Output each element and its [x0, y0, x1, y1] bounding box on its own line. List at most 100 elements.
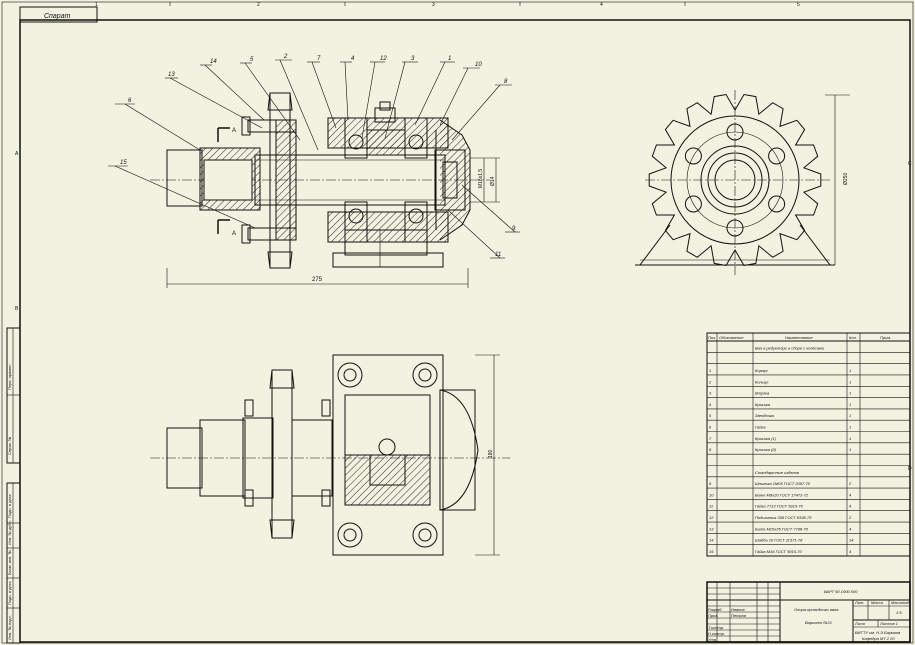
- bolt-head: [768, 195, 786, 213]
- svg-text:Справ. №: Справ. №: [7, 437, 12, 455]
- svg-text:14: 14: [210, 59, 217, 65]
- spec-cell-pos: 14: [709, 538, 714, 543]
- svg-text:Разраб.: Разраб.: [708, 607, 722, 612]
- doc-code: ВАРТ 60 1000.000: [824, 589, 858, 594]
- spec-cell-name: Кольцо: [755, 379, 769, 384]
- svg-text:Кол.: Кол.: [849, 335, 857, 340]
- dim-side-height: Ø250: [843, 173, 849, 185]
- title-block: ВАРТ 60 1000.000 Опора приводного вала В…: [706, 581, 911, 643]
- svg-text:Петров: Петров: [731, 613, 746, 618]
- svg-text:4: 4: [351, 56, 355, 62]
- sprocket-outline: [648, 93, 822, 267]
- spec-cell-name: Втулка: [755, 391, 770, 396]
- svg-text:Подп. и дата: Подп. и дата: [7, 581, 12, 605]
- svg-text:А: А: [232, 231, 236, 237]
- svg-text:B: B: [15, 306, 19, 312]
- bolt-head: [684, 195, 702, 213]
- spec-cell-pos: 13: [709, 526, 714, 531]
- svg-text:Н.контр.: Н.контр.: [708, 631, 725, 636]
- spec-cell-qty: 4: [849, 526, 852, 531]
- svg-text:Наименование: Наименование: [785, 335, 813, 340]
- svg-text:1: 1: [95, 2, 98, 8]
- spec-cell-qty: 1: [849, 436, 851, 441]
- spec-cell-pos: 10: [709, 492, 714, 497]
- dim-overall-length: 275: [312, 277, 323, 283]
- spec-cell-qty: 1: [849, 391, 851, 396]
- svg-text:Инв. № подл.: Инв. № подл.: [7, 615, 12, 640]
- spec-table: Поз. Обозначение Наименование Кол. Прим.…: [706, 332, 911, 557]
- spec-cell-pos: 4: [709, 402, 712, 407]
- drawing-subtitle: Вариант №21: [805, 620, 832, 625]
- corner-label: Спарат: [44, 13, 71, 20]
- svg-text:ВИТТУ им. Н.Э.Баумана: ВИТТУ им. Н.Э.Баумана: [855, 630, 901, 635]
- spec-cell-name: Вал в редукторе в сборе с колесами: [755, 345, 825, 350]
- spec-cell-qty: 1: [849, 402, 851, 407]
- spec-cell-pos: 1: [709, 368, 711, 373]
- svg-text:Т.контр.: Т.контр.: [708, 625, 724, 630]
- svg-text:3: 3: [432, 2, 435, 8]
- svg-text:10: 10: [475, 62, 482, 68]
- spec-cell-name: Корпус: [755, 368, 768, 373]
- spec-cell-qty: 4: [849, 492, 852, 497]
- spec-cell-qty: 1: [849, 368, 851, 373]
- svg-text:Перв. примен.: Перв. примен.: [7, 363, 12, 390]
- spec-cell-qty: 1: [849, 425, 851, 430]
- spec-cell-name: Шпилька 1М05 ГОСТ 2097-70: [755, 481, 811, 486]
- svg-text:Прим.: Прим.: [880, 335, 891, 340]
- spec-cell-name: Крышка (II): [755, 447, 777, 452]
- svg-text:6: 6: [128, 98, 132, 104]
- svg-text:5: 5: [797, 2, 800, 8]
- spec-cell-qty: 1: [849, 413, 851, 418]
- spec-rows: Вал в редукторе в сборе с колесами 1 Корпу…: [707, 345, 910, 557]
- svg-text:2: 2: [283, 54, 288, 60]
- spec-cell-qty: 4: [849, 549, 852, 554]
- spec-cell-name: Крышка: [755, 402, 771, 407]
- spec-cell-pos: 15: [709, 549, 714, 554]
- svg-text:Лит.: Лит.: [854, 600, 864, 605]
- dim-bore: Ø14: [490, 176, 496, 186]
- svg-text:C: C: [908, 161, 912, 167]
- svg-text:А: А: [232, 128, 236, 134]
- svg-text:Кафедра МТ 2 20: Кафедра МТ 2 20: [862, 636, 895, 641]
- spec-cell-pos: 3: [709, 391, 712, 396]
- spec-cell-name: Стандартные изделия: [755, 470, 800, 475]
- svg-text:13: 13: [168, 72, 175, 78]
- svg-text:Обозначение: Обозначение: [719, 335, 744, 340]
- bolt-head: [768, 147, 786, 165]
- svg-text:1: 1: [448, 56, 451, 62]
- spec-cell-pos: 12: [709, 515, 714, 520]
- svg-text:7: 7: [317, 56, 321, 62]
- svg-text:3: 3: [411, 56, 415, 62]
- svg-text:5: 5: [250, 57, 254, 63]
- svg-text:Лист: Лист: [854, 621, 866, 626]
- spec-cell-pos: 9: [709, 481, 712, 486]
- svg-text:9: 9: [512, 226, 516, 232]
- spec-cell-pos: 2: [708, 379, 712, 384]
- zone-ticks-top: [169, 2, 686, 6]
- side-stamp-columns: Перв. примен. Справ. № Подп. и дата Инв.…: [6, 327, 21, 644]
- zone-numbers-top: 1 2 3 4 5: [95, 2, 800, 8]
- svg-text:Взам. инв. №: Взам. инв. №: [7, 550, 12, 575]
- svg-text:Масса: Масса: [871, 600, 884, 605]
- svg-text:11: 11: [495, 252, 501, 258]
- plan-view: 180: [150, 354, 510, 556]
- bolt-head: [684, 147, 702, 165]
- svg-text:Поз.: Поз.: [708, 335, 716, 340]
- svg-text:4: 4: [600, 2, 603, 8]
- spec-cell-pos: 5: [709, 413, 712, 418]
- svg-text:12: 12: [380, 56, 387, 62]
- spec-cell-pos: 8: [709, 447, 712, 452]
- svg-text:Иванов: Иванов: [731, 607, 745, 612]
- corner-code-box: [19, 6, 98, 23]
- spec-cell-name: Гайка: [755, 425, 766, 430]
- spec-cell-qty: 14: [849, 538, 854, 543]
- svg-text:Утв.: Утв.: [708, 637, 717, 642]
- dim-plan-height: 180: [488, 449, 494, 458]
- svg-text:8: 8: [504, 79, 508, 85]
- spec-cell-qty: 4: [849, 504, 852, 509]
- side-view: Ø250: [635, 90, 850, 275]
- spec-cell-name: Шайба 10 ГОСТ 11371-78: [755, 538, 803, 543]
- spec-cell-qty: 1: [849, 447, 851, 452]
